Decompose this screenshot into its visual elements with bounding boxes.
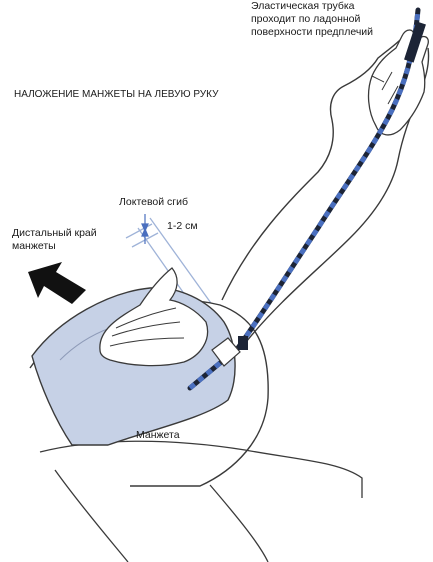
tube-note-line2: проходит по ладонной bbox=[251, 13, 373, 26]
tube-note-line3: поверхности предплечий bbox=[251, 26, 373, 39]
distal-edge-label: Дистальный край манжеты bbox=[12, 227, 97, 253]
distance-label: 1-2 см bbox=[167, 220, 198, 233]
tube-note: Эластическая трубка проходит по ладонной… bbox=[251, 0, 373, 39]
cuff-label: Манжета bbox=[136, 429, 180, 442]
tube-connector-body bbox=[238, 336, 248, 350]
direction-arrow bbox=[28, 262, 86, 304]
tube-note-line1: Эластическая трубка bbox=[251, 0, 373, 13]
distal-edge-line1: Дистальный край bbox=[12, 227, 97, 240]
diagram-title: НАЛОЖЕНИЕ МАНЖЕТЫ НА ЛЕВУЮ РУКУ bbox=[14, 88, 218, 101]
distal-edge-line2: манжеты bbox=[12, 240, 97, 253]
elbow-fold-label: Локтевой сгиб bbox=[119, 196, 188, 209]
raised-hand bbox=[369, 30, 429, 135]
